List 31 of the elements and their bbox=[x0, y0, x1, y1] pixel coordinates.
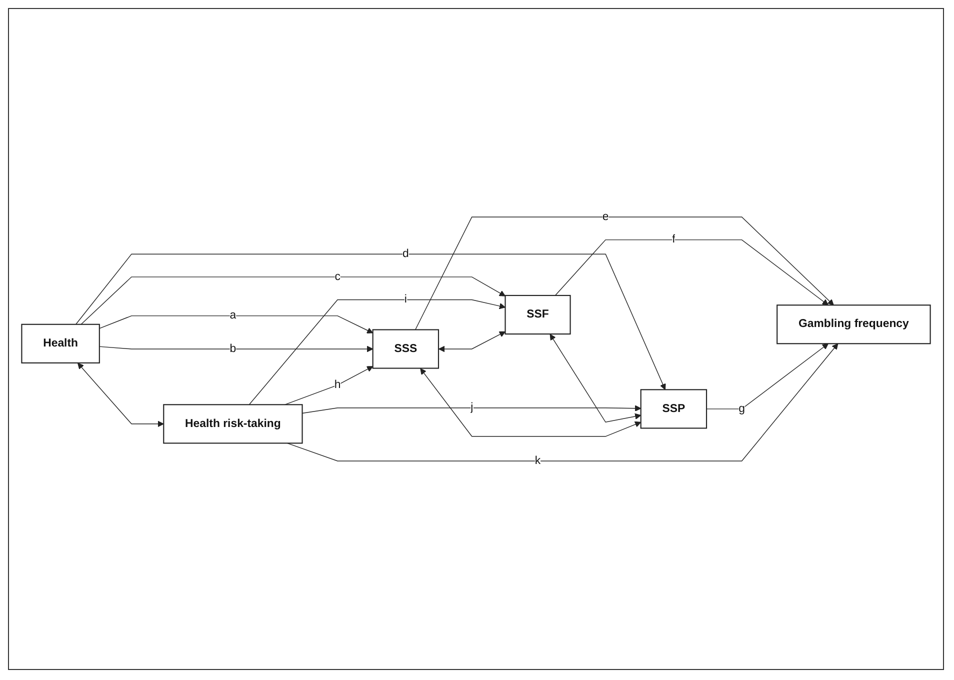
node-box: SSS bbox=[372, 329, 440, 369]
node-box: Gambling frequency bbox=[776, 304, 931, 344]
edge-label: f bbox=[672, 233, 676, 246]
arrow bbox=[248, 299, 506, 405]
edge-label: k bbox=[534, 454, 541, 467]
arrow bbox=[414, 216, 834, 330]
arrow bbox=[78, 362, 164, 428]
node-box: Health bbox=[21, 324, 100, 364]
edge-label: e bbox=[602, 210, 609, 223]
edge-label: h bbox=[334, 378, 341, 391]
edge-label: c bbox=[334, 270, 340, 283]
edge-label: d bbox=[402, 248, 409, 260]
arrow bbox=[550, 334, 642, 423]
arrow bbox=[706, 343, 828, 410]
node-box: Health risk-taking bbox=[163, 404, 303, 444]
edge-label: b bbox=[230, 342, 236, 355]
arrow bbox=[302, 405, 642, 414]
arrow bbox=[420, 368, 642, 437]
edge-label: a bbox=[230, 309, 236, 322]
arrow bbox=[80, 276, 506, 325]
arrow bbox=[99, 346, 374, 352]
arrow bbox=[284, 366, 374, 405]
node-box: SSP bbox=[640, 389, 708, 429]
edge-label: i bbox=[404, 293, 407, 306]
arrow bbox=[554, 239, 828, 306]
edge-label: g bbox=[738, 402, 745, 415]
arrow bbox=[75, 254, 666, 390]
arrow bbox=[99, 315, 374, 334]
arrow bbox=[438, 331, 506, 352]
node-box: SSF bbox=[504, 294, 571, 335]
edge-label: j bbox=[470, 401, 474, 414]
